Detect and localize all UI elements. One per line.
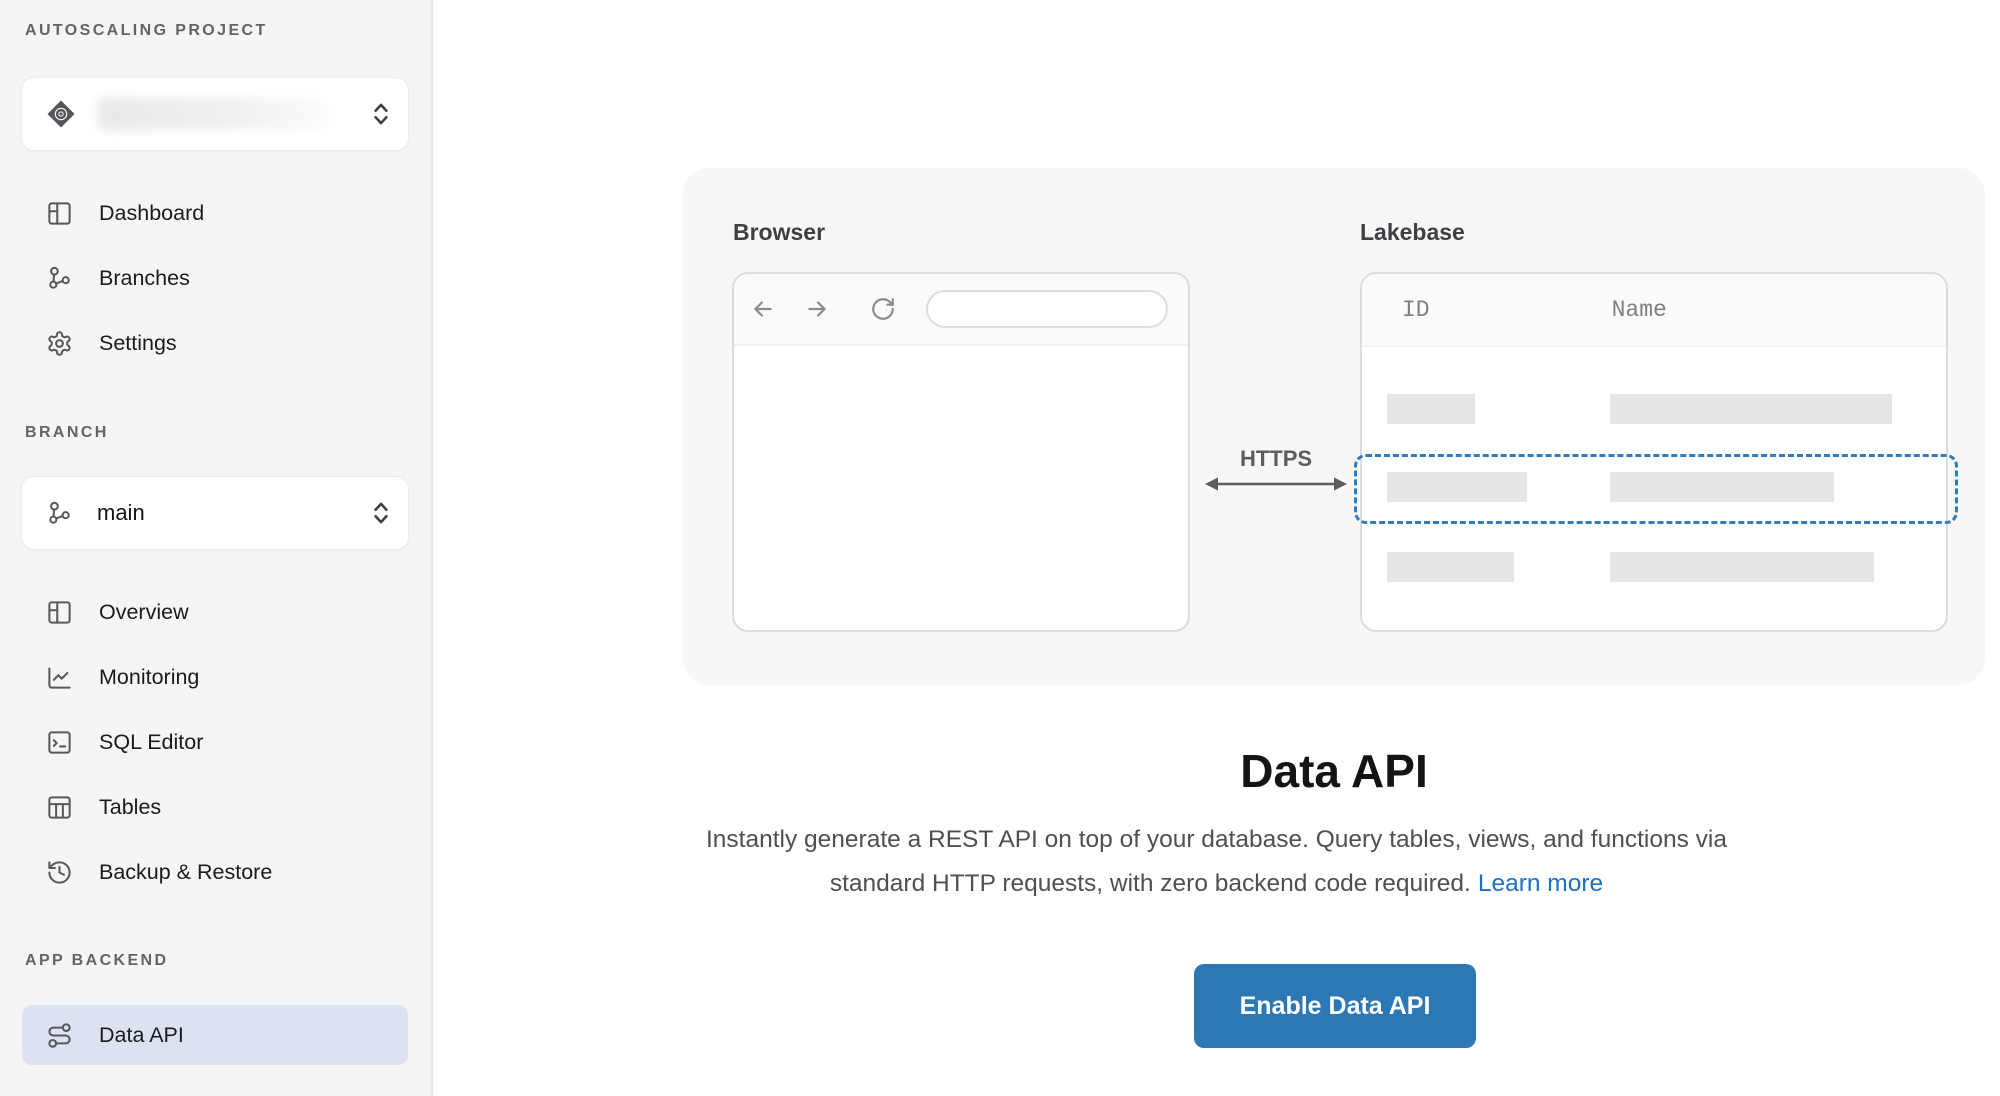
placeholder-bar	[1610, 472, 1834, 502]
chevron-up-down-icon	[374, 502, 388, 524]
highlighted-row-outline	[1354, 454, 1958, 524]
browser-label: Browser	[733, 219, 826, 245]
sidebar-item-label: Data API	[99, 1022, 184, 1047]
chevron-up-down-icon	[374, 103, 388, 125]
placeholder-bar	[1610, 552, 1874, 582]
browser-toolbar-mockup	[734, 274, 1188, 346]
back-arrow-icon	[754, 301, 772, 317]
project-selector[interactable]	[22, 78, 408, 150]
refresh-icon	[872, 298, 894, 320]
sidebar-item-label: Tables	[99, 794, 162, 819]
description-line-2: standard HTTP requests, with zero backen…	[829, 870, 1604, 897]
sidebar-item-settings[interactable]: Settings	[22, 317, 408, 369]
backup-restore-icon	[48, 860, 71, 884]
column-header-id: ID	[1402, 297, 1430, 323]
browser-window-mockup	[732, 272, 1190, 632]
sidebar-item-tables[interactable]: Tables	[22, 781, 408, 833]
sql-editor-icon	[48, 730, 71, 754]
route-icon	[48, 1022, 71, 1048]
branches-icon	[49, 266, 70, 289]
sidebar-item-overview[interactable]: Overview	[22, 586, 408, 638]
dashboard-icon	[48, 201, 71, 225]
enable-data-api-button[interactable]: Enable Data API	[1194, 964, 1476, 1048]
branch-section-label: BRANCH	[25, 424, 109, 441]
sidebar-item-label: Backup & Restore	[99, 859, 273, 884]
sidebar-item-label: Settings	[99, 330, 177, 355]
sidebar-item-monitoring[interactable]: Monitoring	[22, 651, 408, 703]
forward-arrow-icon	[808, 301, 826, 317]
placeholder-bar	[1387, 394, 1475, 424]
placeholder-bar	[1387, 552, 1514, 582]
description-line-1: Instantly generate a REST API on top of …	[706, 826, 1727, 853]
table-header-row: ID Name	[1362, 274, 1946, 347]
sidebar-item-label: Monitoring	[99, 664, 200, 689]
sidebar-item-label: Branches	[99, 265, 190, 290]
locate-target-icon	[47, 100, 75, 128]
project-section-label: AUTOSCALING PROJECT	[25, 22, 268, 39]
tables-icon	[48, 795, 71, 819]
url-bar-mockup	[926, 290, 1168, 328]
project-name-blurred	[98, 98, 328, 130]
lakebase-table-mockup: ID Name	[1354, 272, 1958, 632]
backend-section-label: APP BACKEND	[25, 952, 169, 969]
branch-selector[interactable]: main	[22, 477, 408, 549]
page-title: Data API	[1240, 745, 1428, 797]
gear-icon	[48, 330, 71, 356]
sidebar-item-dashboard[interactable]: Dashboard	[22, 187, 408, 239]
monitoring-icon	[48, 666, 71, 689]
placeholder-bar	[1387, 472, 1527, 502]
sidebar-item-branches[interactable]: Branches	[22, 252, 408, 304]
placeholder-bar	[1610, 394, 1892, 424]
lakebase-label: Lakebase	[1360, 219, 1465, 245]
overview-icon	[48, 600, 71, 624]
sidebar-item-data-api[interactable]: Data API	[22, 1005, 408, 1065]
https-label: HTTPS	[1239, 446, 1313, 471]
sidebar-item-label: Overview	[99, 599, 189, 624]
page-description: Instantly generate a REST API on top of …	[433, 818, 2000, 906]
bidirectional-arrow-icon	[1205, 477, 1347, 491]
sidebar-item-label: Dashboard	[99, 200, 205, 225]
sidebar-item-label: SQL Editor	[99, 729, 204, 754]
learn-more-link[interactable]: Learn more	[1477, 870, 1604, 897]
sidebar-item-sql-editor[interactable]: SQL Editor	[22, 716, 408, 768]
column-header-name: Name	[1611, 297, 1667, 323]
sidebar: AUTOSCALING PROJECT Dashboard Branches	[0, 0, 433, 1096]
sidebar-item-backup-restore[interactable]: Backup & Restore	[22, 846, 408, 898]
branches-icon	[49, 501, 70, 524]
branch-selector-value: main	[97, 500, 145, 525]
